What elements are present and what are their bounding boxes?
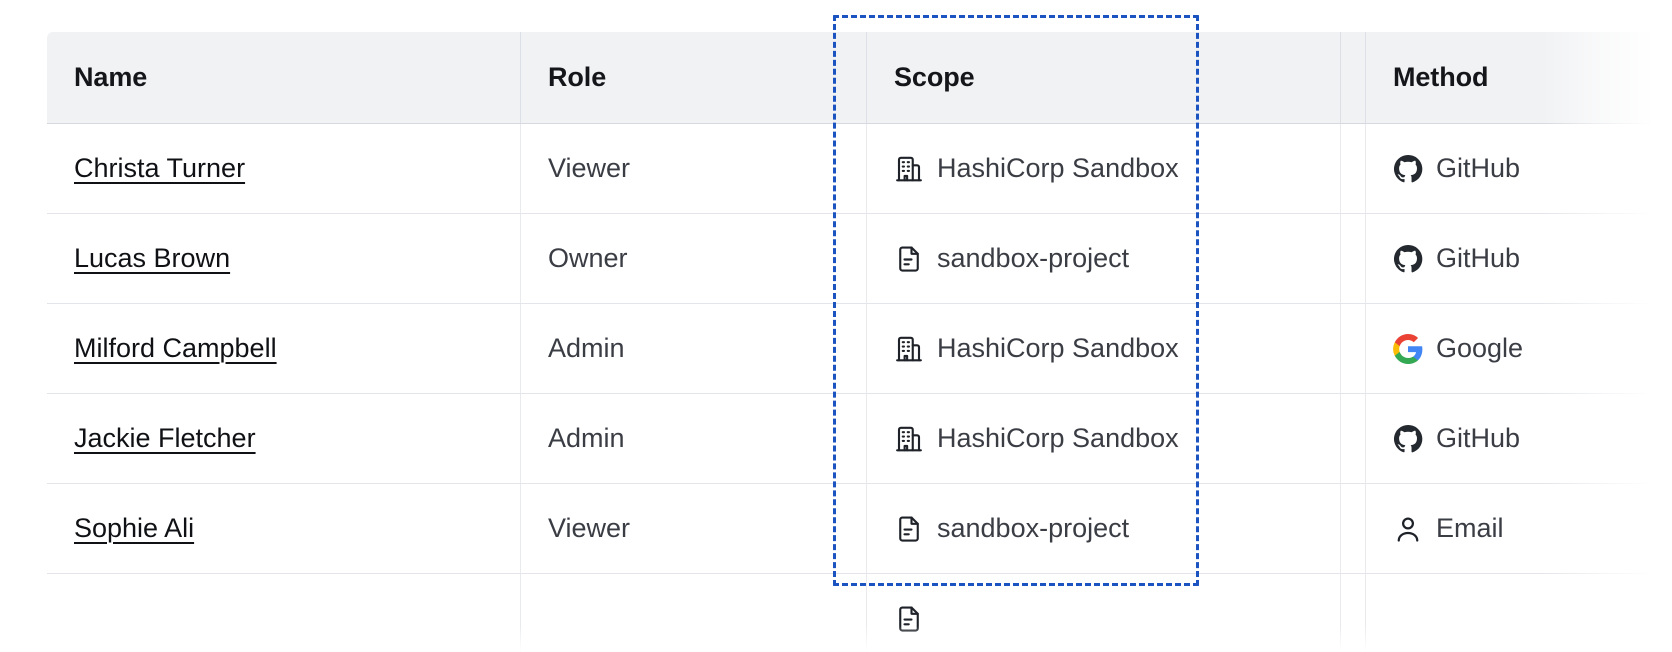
cell-name — [47, 573, 521, 652]
method-value: GitHub — [1436, 423, 1521, 453]
cell-role: Viewer — [520, 483, 867, 574]
scope-value: sandbox-project — [937, 513, 1130, 543]
google-icon — [1393, 333, 1423, 364]
role-value: Admin — [548, 333, 625, 363]
column-header-name[interactable]: Name — [47, 32, 521, 124]
role-value: Viewer — [548, 513, 631, 543]
github-icon — [1393, 244, 1423, 274]
organization-building-icon — [894, 334, 924, 364]
user-person-icon — [1393, 514, 1423, 544]
cell-blank — [1340, 393, 1366, 484]
cell-blank — [1340, 303, 1366, 394]
cell-scope: HashiCorp Sandbox — [866, 303, 1341, 394]
method-value: GitHub — [1436, 153, 1521, 183]
column-header-scope[interactable]: Scope — [866, 32, 1341, 124]
cell-name: Jackie Fletcher — [47, 393, 521, 484]
column-header-blank — [1340, 32, 1366, 124]
cell-method: Email — [1365, 483, 1672, 574]
table-row: Jackie Fletcher Admin — [47, 393, 1672, 484]
cell-method: GitHub — [1365, 123, 1672, 214]
cell-blank — [1340, 483, 1366, 574]
role-value: Admin — [548, 423, 625, 453]
table-row: Lucas Brown Owner — [47, 213, 1672, 304]
cell-scope: HashiCorp Sandbox — [866, 123, 1341, 214]
cell-role — [520, 573, 867, 652]
table-header: Name Role Scope Method — [47, 32, 1672, 124]
scope-value: HashiCorp Sandbox — [937, 153, 1179, 183]
cell-role: Admin — [520, 393, 867, 484]
cell-scope: sandbox-project — [866, 213, 1341, 304]
method-value: Email — [1436, 513, 1504, 543]
scope-value: HashiCorp Sandbox — [937, 333, 1179, 363]
cell-role: Admin — [520, 303, 867, 394]
permissions-table: Name Role Scope Method Christa Turner Vi… — [46, 31, 1672, 652]
method-value: Google — [1436, 333, 1524, 363]
github-icon — [1393, 424, 1423, 454]
table-row: Christa Turner Viewer — [47, 123, 1672, 214]
user-name-link[interactable]: Milford Campbell — [74, 333, 277, 363]
cell-blank — [1340, 123, 1366, 214]
project-document-icon — [894, 244, 924, 274]
organization-building-icon — [894, 424, 924, 454]
cell-name: Lucas Brown — [47, 213, 521, 304]
table-row: Sophie Ali Viewer — [47, 483, 1672, 574]
cell-scope: HashiCorp Sandbox — [866, 393, 1341, 484]
cell-scope — [866, 573, 1341, 652]
column-header-method[interactable]: Method — [1365, 32, 1672, 124]
scope-value: HashiCorp Sandbox — [937, 423, 1179, 453]
table-row — [47, 573, 1672, 652]
scope-value: sandbox-project — [937, 243, 1130, 273]
cell-method: Google — [1365, 303, 1672, 394]
cell-name: Milford Campbell — [47, 303, 521, 394]
github-icon — [1393, 154, 1423, 184]
cell-method: GitHub — [1365, 393, 1672, 484]
permissions-table-container: Name Role Scope Method Christa Turner Vi… — [46, 31, 1672, 652]
cell-blank — [1340, 213, 1366, 304]
organization-building-icon — [894, 154, 924, 184]
project-document-icon — [894, 514, 924, 544]
cell-scope: sandbox-project — [866, 483, 1341, 574]
cell-name: Christa Turner — [47, 123, 521, 214]
table-row: Milford Campbell Admin — [47, 303, 1672, 394]
table-body: Christa Turner Viewer — [47, 123, 1672, 652]
role-value: Viewer — [548, 153, 631, 183]
project-document-icon — [894, 604, 924, 634]
cell-method — [1365, 573, 1672, 652]
role-value: Owner — [548, 243, 628, 273]
user-name-link[interactable]: Christa Turner — [74, 153, 246, 183]
user-name-link[interactable]: Lucas Brown — [74, 243, 231, 273]
cell-name: Sophie Ali — [47, 483, 521, 574]
user-name-link[interactable]: Jackie Fletcher — [74, 423, 256, 453]
table-header-row: Name Role Scope Method — [47, 32, 1672, 124]
cell-method: GitHub — [1365, 213, 1672, 304]
cell-role: Owner — [520, 213, 867, 304]
cell-role: Viewer — [520, 123, 867, 214]
method-value: GitHub — [1436, 243, 1521, 273]
column-header-role[interactable]: Role — [520, 32, 867, 124]
cell-blank — [1340, 573, 1366, 652]
user-name-link[interactable]: Sophie Ali — [74, 513, 195, 543]
